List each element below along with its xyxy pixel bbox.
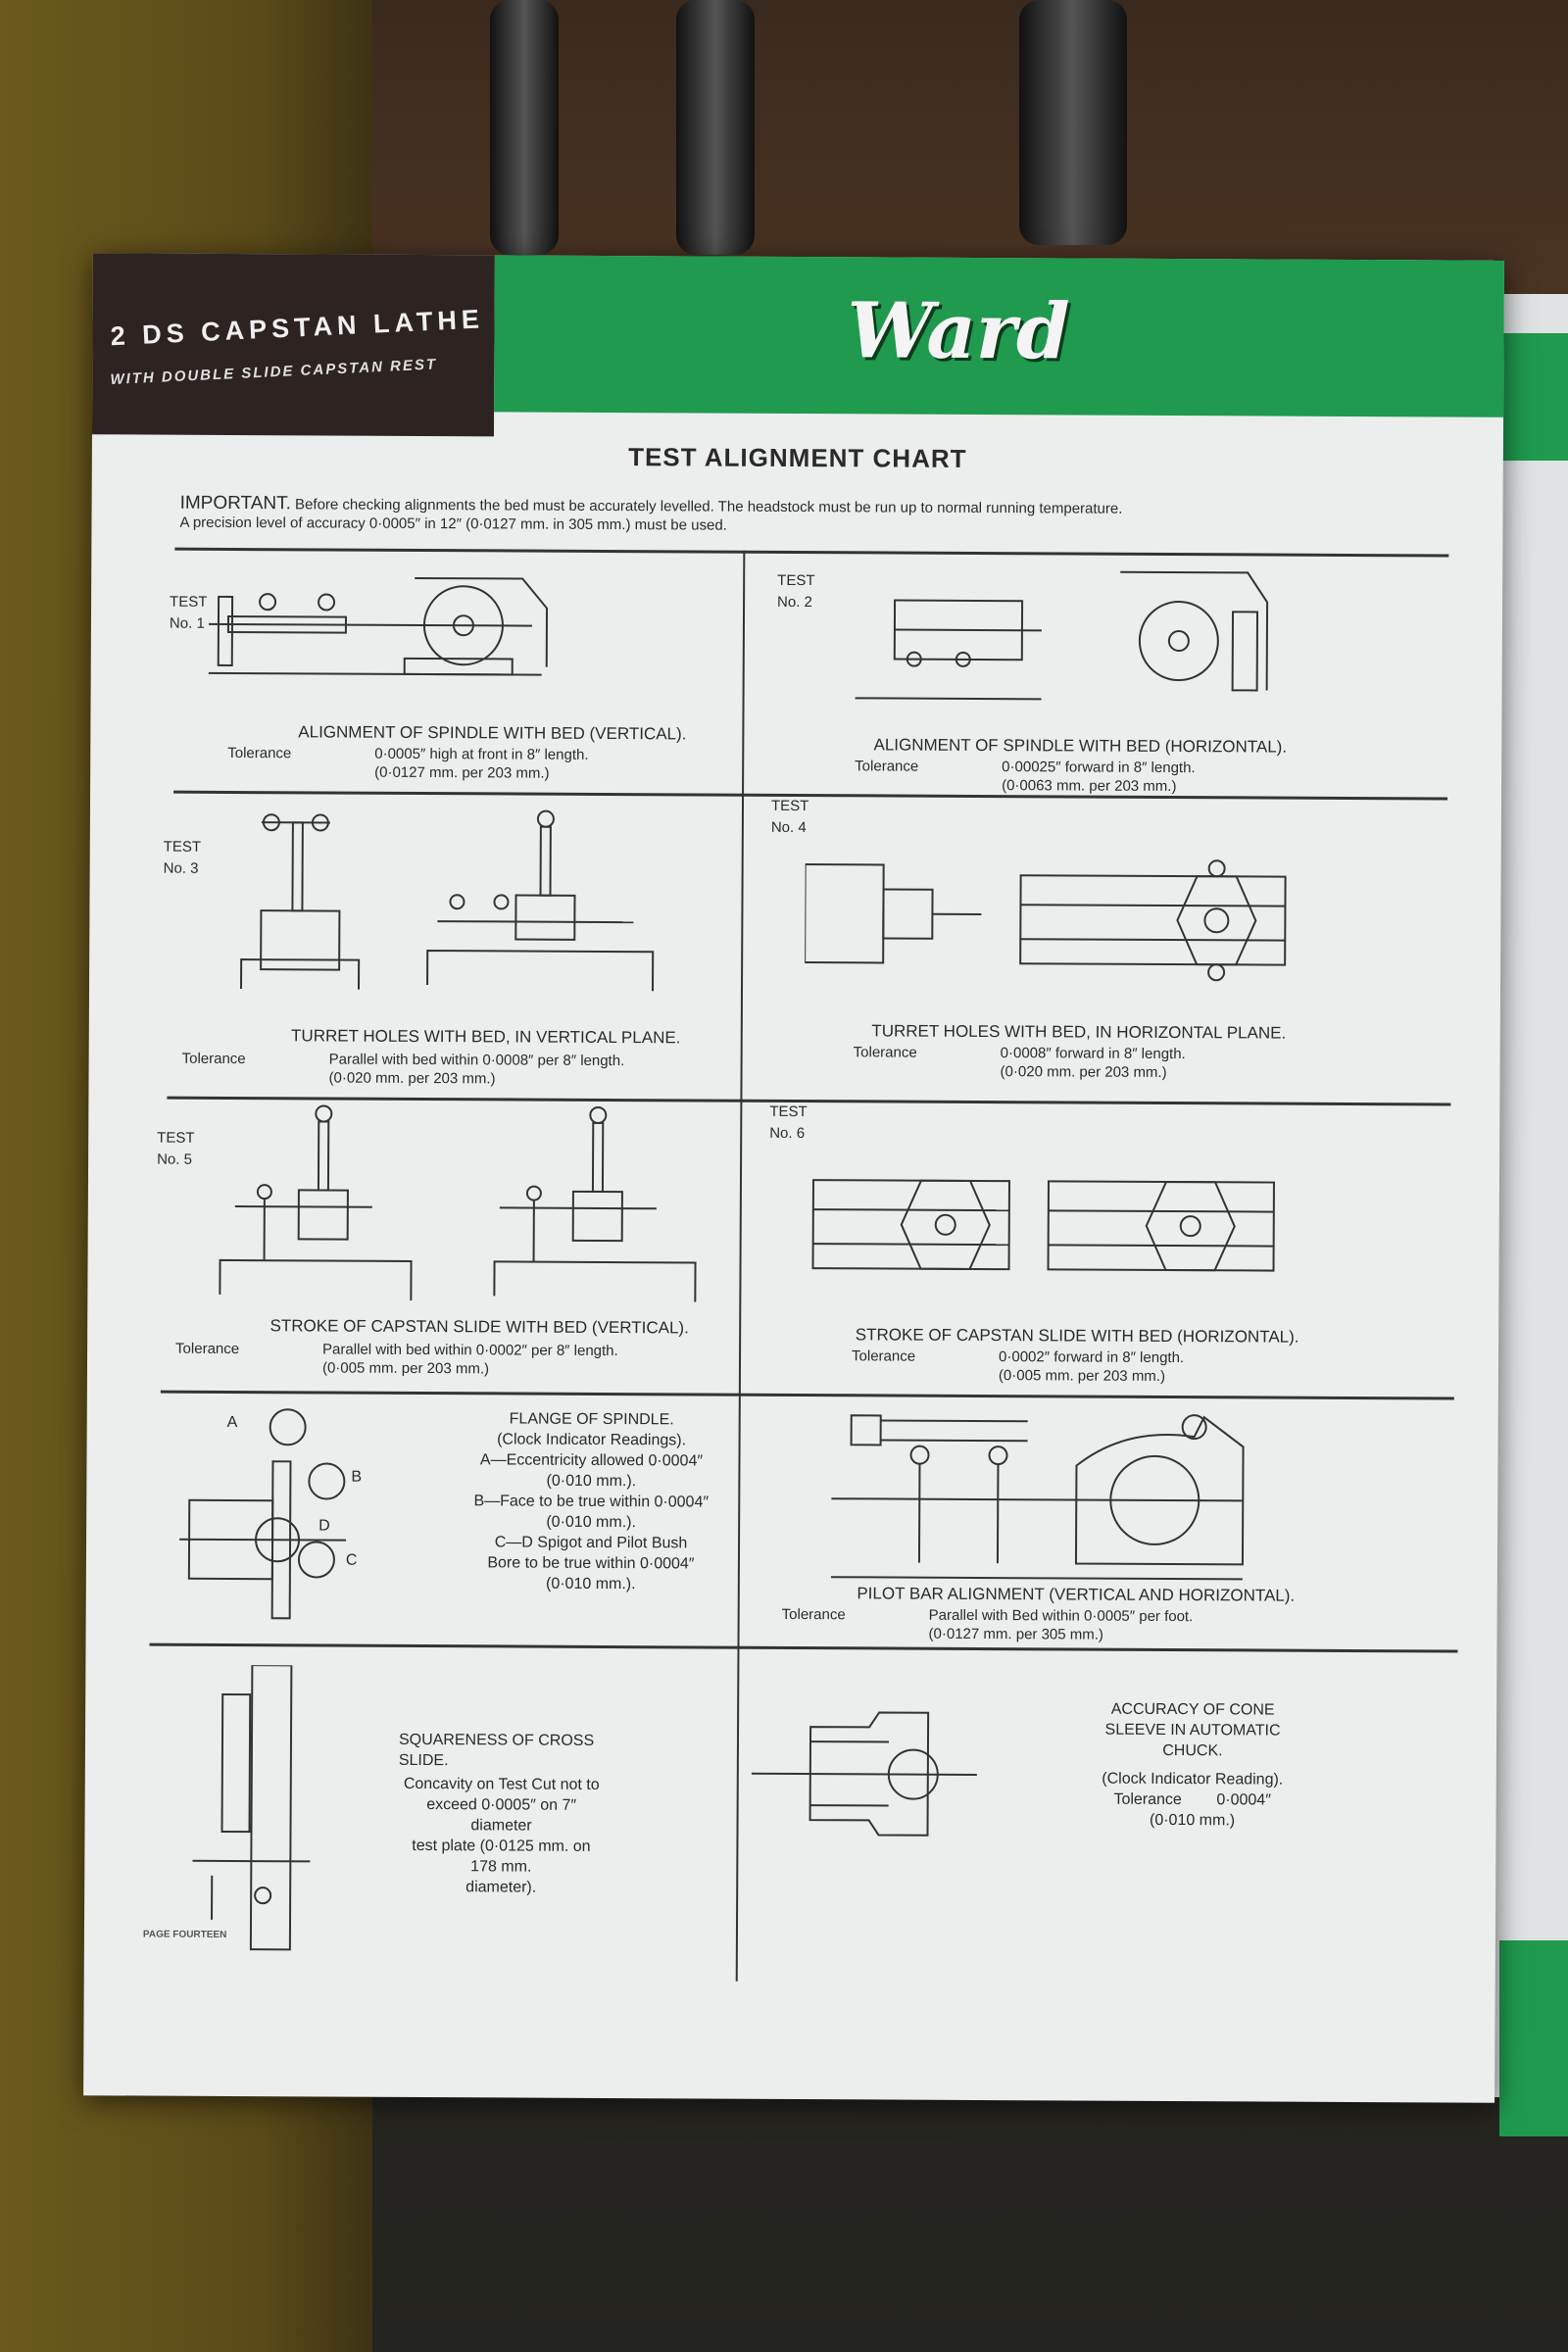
important-lead: IMPORTANT. bbox=[179, 492, 291, 514]
important-line2: A precision level of accuracy 0·0005″ in… bbox=[179, 514, 727, 534]
test-4-drawing bbox=[804, 859, 1287, 982]
manual-page: 2 DS CAPSTAN LATHE WITH DOUBLE SLIDE CAP… bbox=[83, 253, 1504, 2103]
header-green-band: Ward bbox=[494, 255, 1504, 417]
test-3-drawing bbox=[240, 809, 655, 992]
label-b: B bbox=[351, 1468, 363, 1486]
pilot-bar-caption: PILOT BAR ALIGNMENT (VERTICAL AND HORIZO… bbox=[857, 1584, 1296, 1605]
squareness-cell: SQUARENESS OF CROSS SLIDE. Concavity on … bbox=[143, 1645, 792, 1982]
cone-sleeve-drawing bbox=[751, 1711, 977, 1837]
page-number: PAGE FOURTEEN bbox=[142, 1929, 227, 1940]
ward-logo: Ward bbox=[847, 286, 1070, 377]
lathe-rod bbox=[490, 0, 559, 255]
pilot-bar-cell: PILOT BAR ALIGNMENT (VERTICAL AND HORIZO… bbox=[752, 1396, 1399, 1649]
flange-drawing bbox=[179, 1408, 347, 1620]
flange-cell: A B C D FLANGE OF SPINDLE.(Clock Indicat… bbox=[150, 1393, 798, 1646]
test-5-caption: STROKE OF CAPSTAN SLIDE WITH BED (VERTIC… bbox=[270, 1316, 689, 1338]
cross-slide-drawing bbox=[192, 1664, 311, 1951]
header-dark-panel: 2 DS CAPSTAN LATHE WITH DOUBLE SLIDE CAP… bbox=[91, 253, 495, 437]
label-d: D bbox=[318, 1517, 330, 1535]
test-1-drawing bbox=[208, 576, 549, 676]
test-2-caption: ALIGNMENT OF SPINDLE WITH BED (HORIZONTA… bbox=[873, 735, 1288, 757]
pilot-bar-drawing bbox=[830, 1414, 1245, 1581]
label-a: A bbox=[226, 1413, 238, 1432]
test-2-drawing bbox=[855, 570, 1269, 701]
test-5-drawing bbox=[219, 1104, 697, 1302]
machine-title: 2 DS CAPSTAN LATHE bbox=[110, 304, 485, 352]
important-line1: Before checking alignments the bed must … bbox=[295, 496, 1123, 517]
test-6-caption: STROKE OF CAPSTAN SLIDE WITH BED (HORIZO… bbox=[855, 1325, 1299, 1347]
test-1-caption: ALIGNMENT OF SPINDLE WITH BED (VERTICAL)… bbox=[298, 722, 687, 744]
test-3-caption: TURRET HOLES WITH BED, IN VERTICAL PLANE… bbox=[291, 1026, 681, 1048]
machine-subtitle: WITH DOUBLE SLIDE CAPSTAN REST bbox=[110, 356, 438, 389]
lathe-handle bbox=[1019, 0, 1127, 245]
page-title: TEST ALIGNMENT CHART bbox=[628, 442, 967, 473]
threaded-rod bbox=[676, 0, 755, 255]
test-4-caption: TURRET HOLES WITH BED, IN HORIZONTAL PLA… bbox=[871, 1021, 1287, 1043]
test-6-drawing bbox=[811, 1179, 1275, 1272]
label-c: C bbox=[345, 1551, 358, 1569]
important-note: IMPORTANT. Before checking alignments th… bbox=[179, 492, 1453, 539]
flange-text: FLANGE OF SPINDLE.(Clock Indicator Readi… bbox=[473, 1410, 710, 1593]
squareness-title: SQUARENESS OF CROSS SLIDE. bbox=[398, 1731, 595, 1770]
